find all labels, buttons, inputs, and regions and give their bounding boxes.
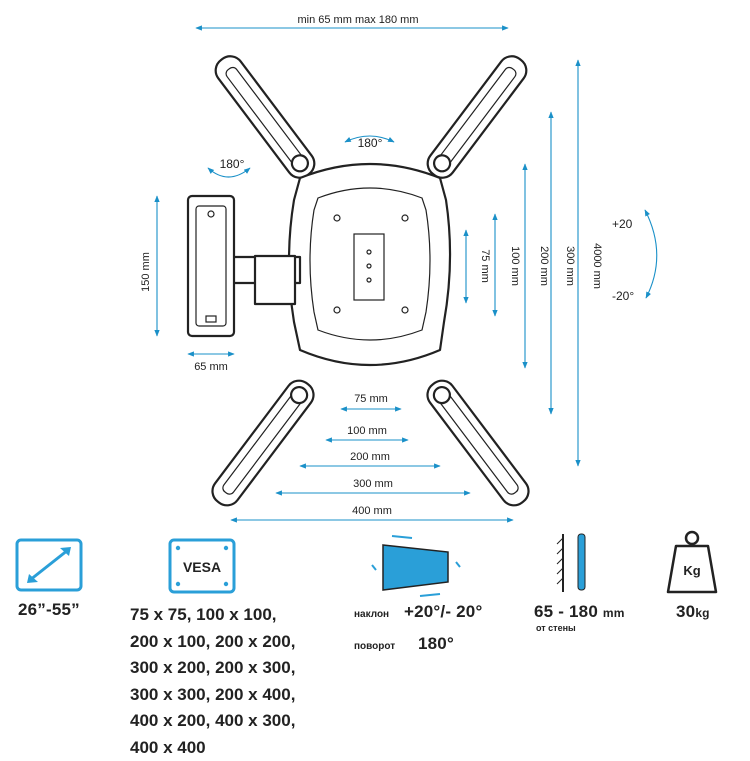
arm-bottom-left xyxy=(207,375,318,510)
vesa-sizes-list: 75 x 75, 100 x 100, 200 x 100, 200 x 200… xyxy=(130,602,295,761)
vesa-size-line: 75 x 75, 100 x 100, xyxy=(130,602,295,629)
label-h100: 100 mm xyxy=(509,246,521,286)
label-h200: 200 mm xyxy=(538,246,550,286)
label-rot-left: 180° xyxy=(220,157,245,171)
screen-size-icon xyxy=(17,540,81,590)
label-w100: 100 mm xyxy=(347,425,387,437)
label-tilt-down: -20° xyxy=(612,289,634,303)
tilt-swivel-icon xyxy=(372,536,460,596)
distance-number: 65 - 180 xyxy=(534,602,598,621)
vesa-size-line: 300 x 300, 200 x 400, xyxy=(130,682,295,709)
weight-icon-label: Kg xyxy=(683,563,700,578)
label-plate-height: 150 mm xyxy=(140,252,152,292)
arm-bottom-right xyxy=(422,375,533,510)
vesa-icon-label: VESA xyxy=(183,559,221,575)
label-w75: 75 mm xyxy=(354,393,388,405)
label-rot-center: 180° xyxy=(358,136,383,150)
distance-label: от стены xyxy=(536,623,576,633)
distance-unit: mm xyxy=(603,606,625,620)
weight-icon: Kg xyxy=(668,532,716,592)
vesa-size-line: 300 x 200, 200 x 300, xyxy=(130,655,295,682)
label-w200: 200 mm xyxy=(350,451,390,463)
swivel-label: поворот xyxy=(354,641,395,652)
vesa-icon: VESA xyxy=(170,540,234,592)
arm-top-right xyxy=(422,51,531,183)
screen-size-value: 26”-55” xyxy=(18,600,80,620)
label-h300: 300 mm xyxy=(564,246,576,286)
wall-distance-icon xyxy=(557,534,585,592)
tilt-label: наклон xyxy=(354,609,389,620)
label-h400: 4000 mm xyxy=(591,243,603,289)
center-plate xyxy=(289,164,450,365)
vesa-size-line: 400 x 200, 400 x 300, xyxy=(130,708,295,735)
vesa-size-line: 400 x 400 xyxy=(130,735,295,761)
label-plate-width: 65 mm xyxy=(194,361,228,373)
wall-plate xyxy=(188,196,234,336)
label-tilt-up: +20 xyxy=(612,217,633,231)
vesa-size-line: 200 x 100, 200 x 200, xyxy=(130,629,295,656)
tilt-value: +20°/- 20° xyxy=(404,602,482,622)
label-w300: 300 mm xyxy=(353,478,393,490)
weight-value: 30kg xyxy=(676,602,710,622)
weight-unit: kg xyxy=(695,606,709,620)
weight-number: 30 xyxy=(676,602,695,621)
distance-value: 65 - 180 mm xyxy=(534,602,625,622)
label-h75: 75 mm xyxy=(479,249,491,283)
label-w400: 400 mm xyxy=(352,505,392,517)
swivel-value: 180° xyxy=(418,634,454,654)
label-width-range: min 65 mm max 180 mm xyxy=(297,14,418,26)
